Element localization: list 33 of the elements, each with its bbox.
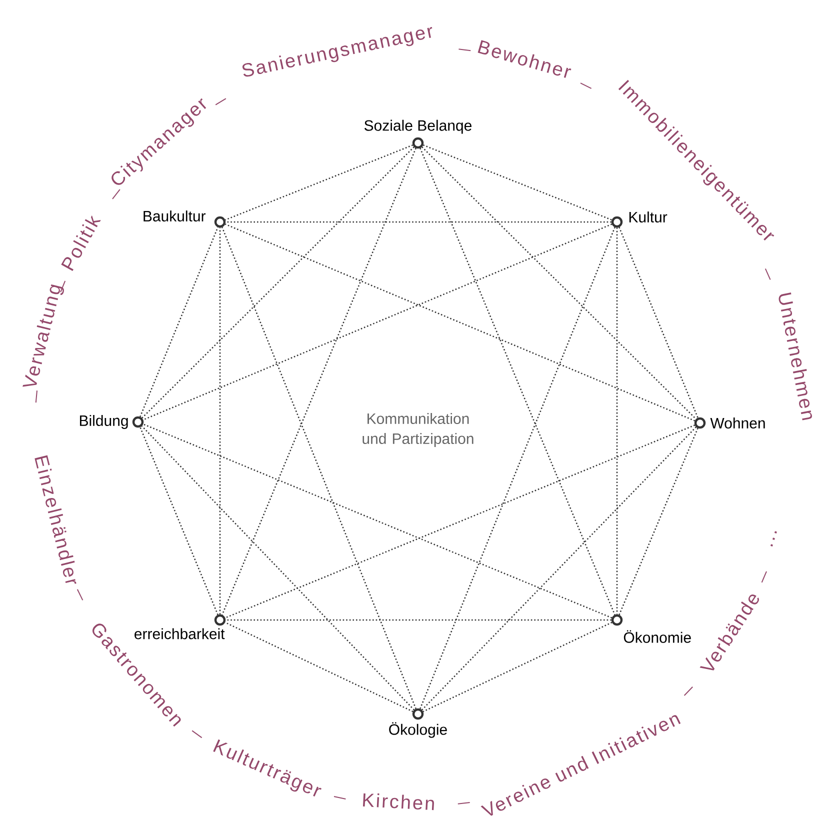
connector-line (222, 226, 417, 710)
connector-line (616, 228, 618, 614)
node-label: Baukultur (144, 210, 206, 222)
connector-line (420, 148, 616, 616)
ring-label: ... (770, 531, 777, 546)
connector-line (140, 226, 218, 418)
connector-line (142, 146, 414, 418)
connector-line (224, 144, 414, 221)
ring-label: Kirchen (362, 793, 434, 810)
connector-line (140, 426, 218, 616)
node-label: Ökonomie (624, 630, 691, 643)
connector-line (422, 146, 696, 420)
connector-line (422, 144, 612, 221)
node-label: Soziale Belanqe (364, 120, 472, 134)
connector-line (421, 426, 697, 710)
connector-line (226, 619, 612, 621)
connector-line (219, 228, 221, 614)
connector-line (142, 424, 612, 618)
node-label: Ökologie (389, 722, 447, 738)
connector-line (141, 426, 415, 710)
node-label: Bildung (80, 415, 128, 429)
node-label: Wohnen (710, 417, 765, 428)
connector-line (142, 224, 612, 420)
connector-line (618, 226, 698, 418)
connector-line (224, 424, 696, 618)
connector-line (224, 622, 414, 712)
connector-line (226, 221, 612, 223)
connector-line (222, 148, 416, 616)
connector-line (618, 428, 698, 616)
center-text: Kommunikation und Partizipation (362, 413, 474, 447)
connector-line (420, 226, 616, 710)
connector-line (422, 622, 612, 712)
connector-line (224, 224, 696, 422)
